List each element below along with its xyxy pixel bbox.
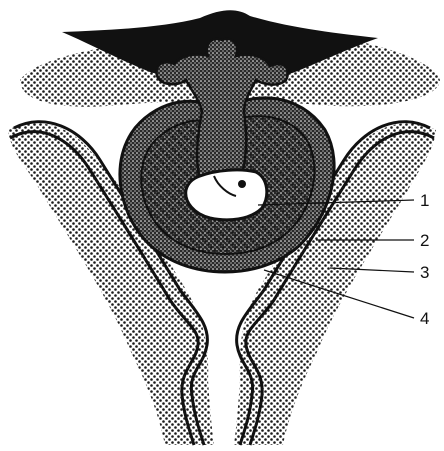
callout-label-2: 2 [420,231,429,250]
callout-label-3: 3 [420,263,429,282]
embryo-spot [238,180,246,188]
embryo-body [186,170,267,220]
callout-label-4: 4 [420,309,429,328]
callout-label-1: 1 [420,191,429,210]
